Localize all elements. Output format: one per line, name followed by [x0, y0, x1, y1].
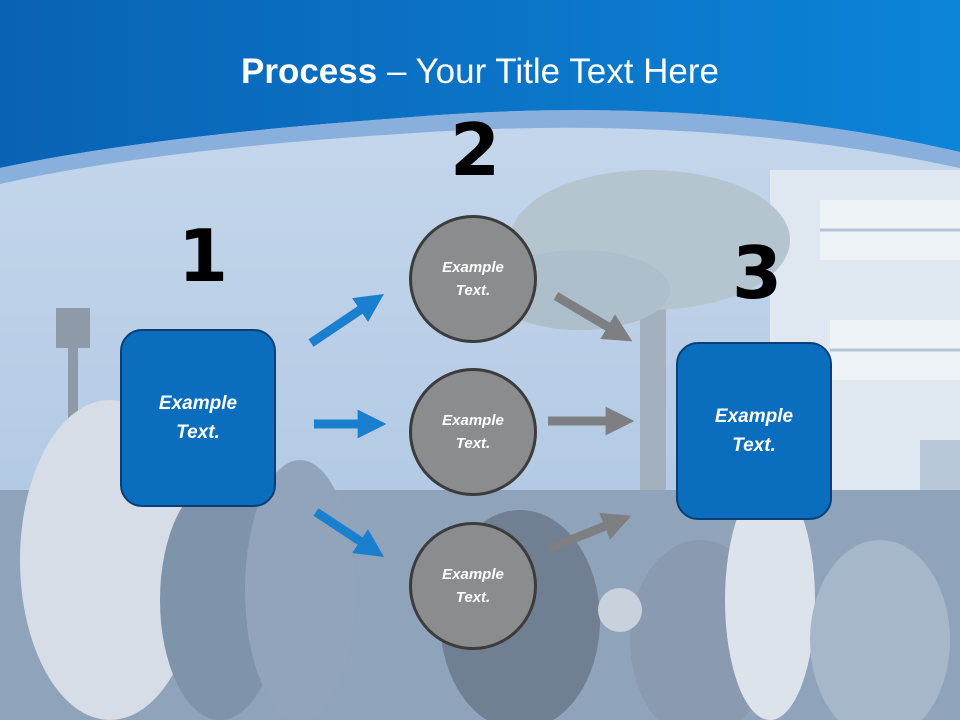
- start-box: Example Text.: [120, 329, 276, 507]
- arrow-gray-up: [546, 512, 632, 554]
- circle-top-label: Example Text.: [442, 259, 504, 299]
- step-number-1: 1: [178, 214, 229, 298]
- slide-title: Process – Your Title Text Here: [0, 52, 960, 92]
- arrow-blue-up: [308, 293, 384, 347]
- step-number-3: 3: [732, 231, 783, 315]
- end-box-label: Example Text.: [714, 406, 794, 456]
- start-box-label: Example Text.: [158, 393, 238, 443]
- arrow-blue-down: [313, 508, 385, 557]
- arrow-gray-down: [553, 292, 633, 342]
- circle-bottom-label: Example Text.: [442, 566, 504, 606]
- circle-node-bottom: Example Text.: [409, 522, 537, 650]
- end-box: Example Text.: [676, 342, 832, 520]
- circle-node-middle: Example Text.: [409, 368, 537, 496]
- circle-middle-label: Example Text.: [442, 412, 504, 452]
- circle-node-top: Example Text.: [409, 215, 537, 343]
- step-number-2: 2: [450, 108, 501, 192]
- title-rest: – Your Title Text Here: [377, 52, 719, 91]
- title-bold: Process: [241, 52, 378, 91]
